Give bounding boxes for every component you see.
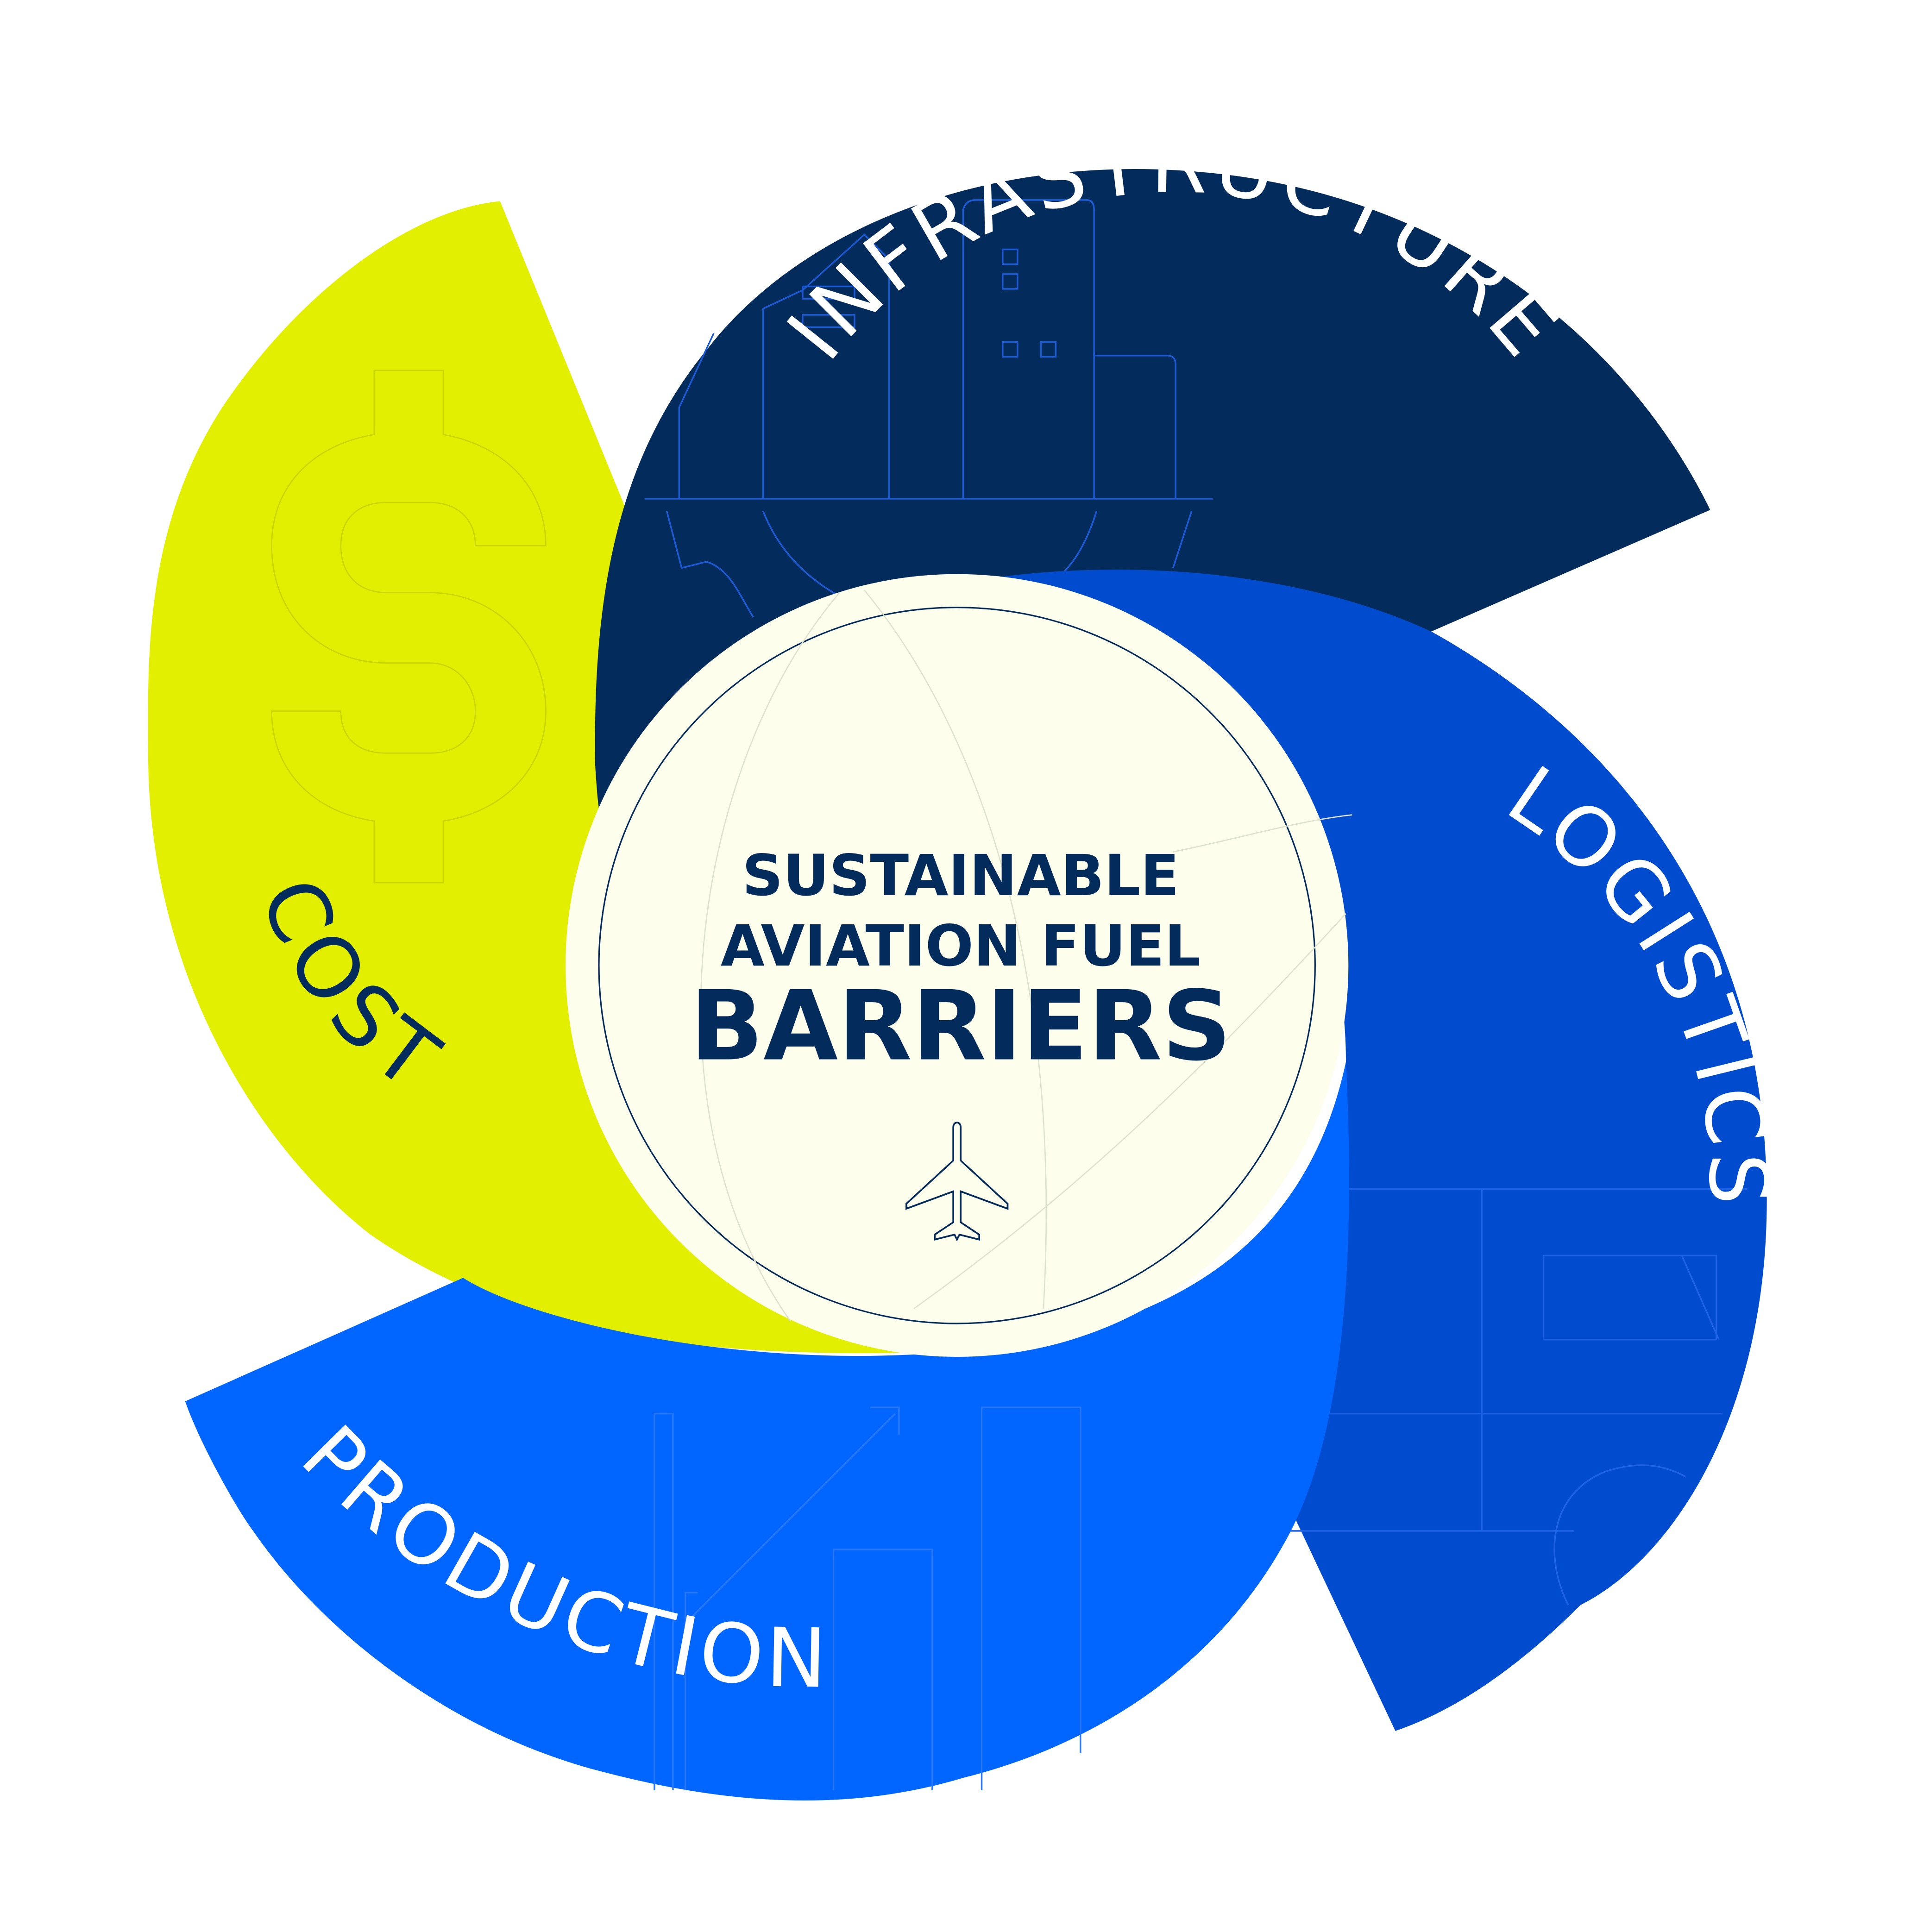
bar-chart-icon xyxy=(654,1406,1081,1790)
center-hub: SUSTAINABLE AVIATION FUEL BARRIERS xyxy=(566,574,1352,1357)
globe-lines xyxy=(700,590,1352,1322)
center-title-line-2: AVIATION FUEL xyxy=(721,913,1201,979)
center-circle xyxy=(566,574,1349,1357)
production-segment: PRODUCTION xyxy=(185,1061,1349,1800)
logistics-segment-shape xyxy=(975,569,1767,1731)
containers-icon xyxy=(1284,1188,1748,1606)
cost-segment: COST xyxy=(148,201,939,1354)
airplane-icon xyxy=(905,1122,1009,1242)
cost-segment-shape xyxy=(148,201,939,1354)
dollar-icon xyxy=(271,370,547,884)
center-title-line-3: BARRIERS xyxy=(690,970,1232,1082)
center-inner-ring xyxy=(598,607,1316,1324)
buildings-icon xyxy=(644,199,1213,618)
center-title-line-1: SUSTAINABLE xyxy=(742,842,1179,909)
production-segment-shape xyxy=(185,1061,1349,1800)
